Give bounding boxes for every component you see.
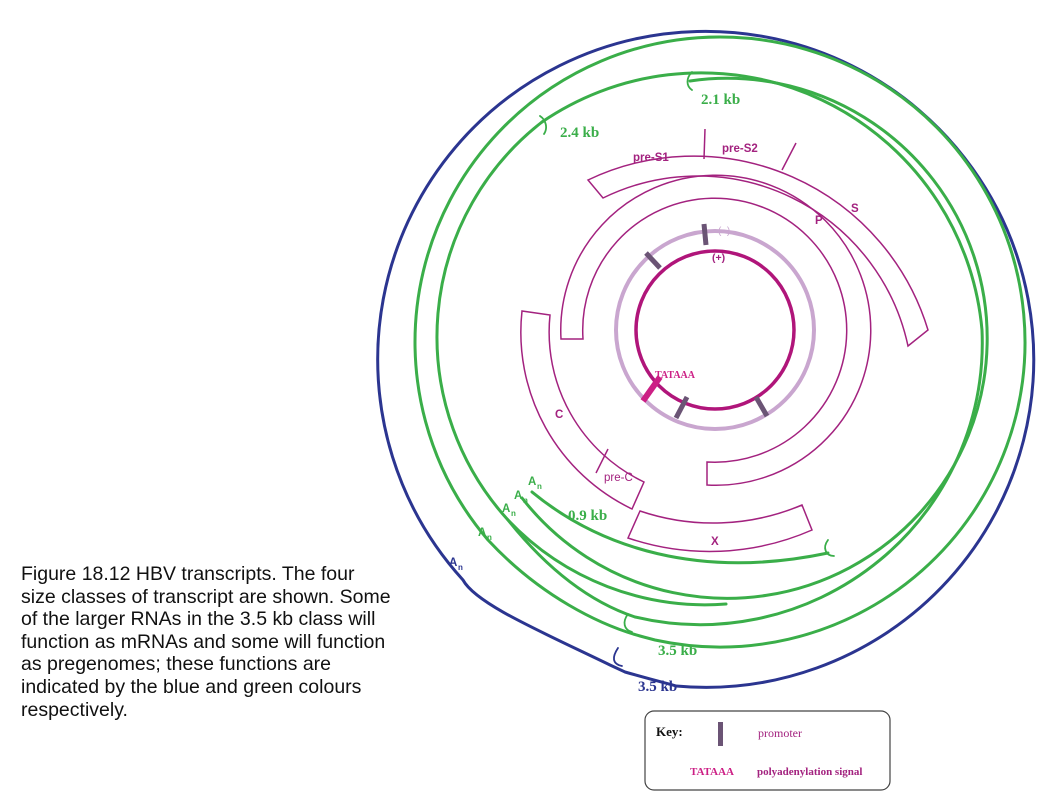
svg-text:A: A xyxy=(502,503,510,515)
svg-text:A: A xyxy=(449,557,457,569)
start-arrow-2-4kb xyxy=(539,115,547,135)
pre-s2-divider xyxy=(781,142,797,171)
key-title: Key: xyxy=(656,724,683,739)
poly-a-3-5kb-green: A n xyxy=(478,527,492,542)
promoter-mark xyxy=(644,251,662,270)
transcript-2-4kb xyxy=(435,120,728,607)
start-arrow-3-5kb-blue xyxy=(613,647,623,667)
promoter-mark xyxy=(753,395,770,418)
poly-a-2-4kb: A n xyxy=(502,503,516,518)
pre-s-s-gene-box xyxy=(586,155,929,348)
tataaa-genome-label: TATAAA xyxy=(655,370,696,381)
x-gene-box xyxy=(626,504,813,553)
svg-text:A: A xyxy=(514,490,522,502)
transcript-2-4kb-arc xyxy=(506,71,984,627)
start-arrow-3-5kb-green xyxy=(623,613,633,633)
pre-s1-label: pre-S1 xyxy=(633,152,669,164)
svg-text:n: n xyxy=(523,496,528,505)
minus-strand-label: (–) xyxy=(718,226,730,237)
x-label: X xyxy=(711,536,719,548)
key-polyadenylation-label: polyadenylation signal xyxy=(757,766,862,778)
promoter-mark xyxy=(701,223,709,246)
svg-text:n: n xyxy=(511,509,516,518)
c-label: C xyxy=(555,409,563,421)
key-box: Key: promoter TATAAA polyadenylation sig… xyxy=(644,710,891,791)
label-2-1kb: 2.1 kb xyxy=(701,92,740,108)
pre-s1-divider xyxy=(703,128,706,160)
key-promoter-label: promoter xyxy=(758,726,802,740)
svg-text:A: A xyxy=(528,476,536,488)
poly-a-2-1kb: A n xyxy=(514,490,528,505)
poly-a-0-9kb: A n xyxy=(528,476,542,491)
label-2-4kb: 2.4 kb xyxy=(560,125,599,141)
transcript-3-5kb-blue xyxy=(376,29,1036,689)
pre-s2-label: pre-S2 xyxy=(722,143,758,155)
svg-text:A: A xyxy=(478,527,486,539)
key-promoter-symbol xyxy=(718,722,723,746)
c-gene-box xyxy=(520,310,645,511)
start-arrow-2-1kb xyxy=(686,71,693,91)
svg-text:n: n xyxy=(487,533,492,542)
plus-strand-label: (+) xyxy=(712,252,725,264)
poly-a-3-5kb-blue: A n xyxy=(449,557,463,572)
pre-c-label: pre-C xyxy=(604,472,633,484)
plus-strand-circle xyxy=(634,249,796,411)
key-tataaa-symbol: TATAAA xyxy=(690,766,734,778)
start-arrow-0-9kb xyxy=(824,539,835,557)
p-label: P xyxy=(815,215,823,227)
label-0-9kb: 0.9 kb xyxy=(568,508,607,524)
transcript-2-1kb xyxy=(520,76,989,600)
s-label: S xyxy=(851,203,859,215)
minus-strand-circle xyxy=(614,229,816,431)
label-3-5kb-blue: 3.5 kb xyxy=(638,679,677,695)
svg-text:n: n xyxy=(537,482,542,491)
transcript-0-9kb xyxy=(530,490,830,565)
promoter-mark xyxy=(673,395,690,420)
transcript-3-5kb-green xyxy=(413,35,1027,649)
svg-text:n: n xyxy=(458,563,463,572)
figure-caption: Figure 18.12 HBV transcripts. The four s… xyxy=(21,563,391,721)
tataaa-mark xyxy=(640,375,663,403)
label-3-5kb-green: 3.5 kb xyxy=(658,643,697,659)
pre-c-divider xyxy=(595,448,609,474)
p-gene-box xyxy=(560,174,872,486)
